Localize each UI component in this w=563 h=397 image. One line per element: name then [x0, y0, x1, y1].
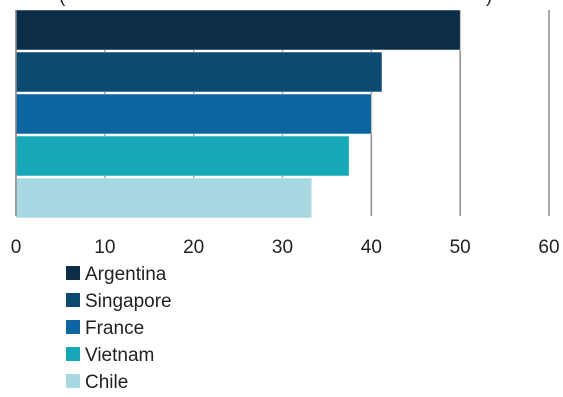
legend-swatch-france: [66, 320, 80, 334]
x-tick-label-50: 50: [450, 237, 471, 258]
x-tick-label-30: 30: [272, 237, 293, 258]
x-tick-label-60: 60: [538, 237, 559, 258]
legend-swatch-chile: [66, 374, 80, 388]
bar-chile: [15, 177, 313, 219]
legend-label-argentina: Argentina: [85, 264, 167, 285]
legend-label-france: France: [85, 318, 144, 339]
legend-swatch-singapore: [66, 293, 80, 307]
chart-title-fragment-right: ): [486, 0, 492, 7]
x-tick-label-10: 10: [94, 237, 115, 258]
bar-vietnam: [15, 135, 350, 177]
bar-france: [15, 93, 372, 135]
legend-label-chile: Chile: [85, 372, 128, 392]
legend-label-singapore: Singapore: [85, 291, 172, 312]
x-tick-label-0: 0: [11, 237, 22, 258]
bar-singapore: [15, 51, 383, 93]
x-tick-label-40: 40: [361, 237, 382, 258]
legend-label-vietnam: Vietnam: [85, 345, 154, 366]
legend-swatch-argentina: [66, 266, 80, 280]
chart-title-fragment-left: (: [59, 0, 66, 7]
x-tick-label-20: 20: [183, 237, 204, 258]
legend-swatch-vietnam: [66, 347, 80, 361]
bar-argentina: [15, 9, 461, 51]
